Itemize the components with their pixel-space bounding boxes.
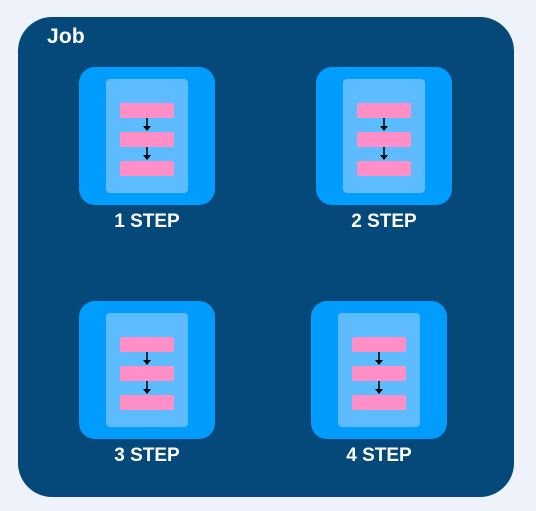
step-1-box xyxy=(79,67,215,205)
step-4-arrow-down-icon xyxy=(375,352,383,366)
step-3-task-2 xyxy=(120,366,174,381)
step-1-task-2 xyxy=(120,132,174,147)
step-2-task-2 xyxy=(357,132,411,147)
step-3-arrow-down-icon xyxy=(143,352,151,366)
step-1-panel xyxy=(106,79,188,193)
step-4: 4 STEP xyxy=(311,301,451,471)
step-4-task-1 xyxy=(352,337,406,352)
step-4-panel xyxy=(338,313,420,427)
step-4-arrow-down-icon xyxy=(375,381,383,395)
step-2-task-3 xyxy=(357,161,411,176)
step-2-panel xyxy=(343,79,425,193)
step-4-task-3 xyxy=(352,395,406,410)
step-4-box xyxy=(311,301,447,439)
step-2-label: 2 STEP xyxy=(351,211,417,232)
step-3-panel xyxy=(106,313,188,427)
step-2-box xyxy=(316,67,452,205)
step-4-label: 4 STEP xyxy=(346,445,412,466)
step-3-box xyxy=(79,301,215,439)
step-1-label: 1 STEP xyxy=(114,211,180,232)
step-4-task-2 xyxy=(352,366,406,381)
step-3-task-3 xyxy=(120,395,174,410)
step-1: 1 STEP xyxy=(79,67,219,237)
step-2: 2 STEP xyxy=(316,67,456,237)
step-3: 3 STEP xyxy=(79,301,219,471)
step-3-task-1 xyxy=(120,337,174,352)
step-1-arrow-down-icon xyxy=(143,147,151,161)
step-3-label: 3 STEP xyxy=(114,445,180,466)
job-container: Job 1 STEP xyxy=(18,17,514,497)
step-3-arrow-down-icon xyxy=(143,381,151,395)
step-1-arrow-down-icon xyxy=(143,118,151,132)
step-2-task-1 xyxy=(357,103,411,118)
job-title: Job xyxy=(47,25,85,48)
step-1-task-1 xyxy=(120,103,174,118)
step-2-arrow-down-icon xyxy=(380,147,388,161)
step-2-arrow-down-icon xyxy=(380,118,388,132)
step-1-task-3 xyxy=(120,161,174,176)
